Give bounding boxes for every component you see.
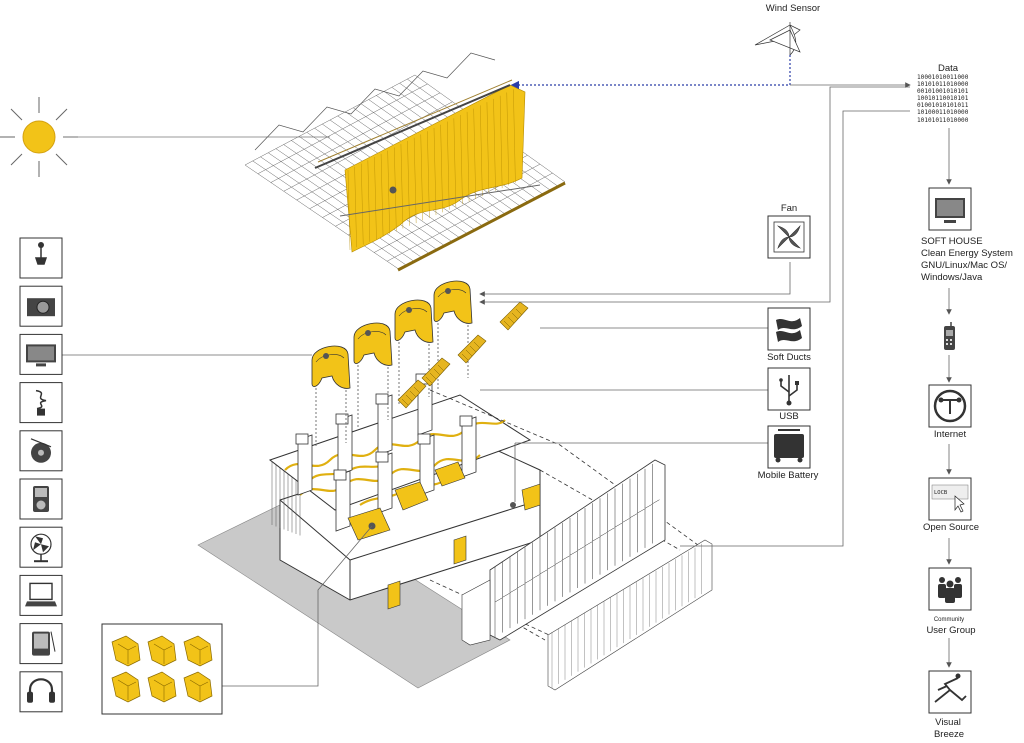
computer-monitor-icon xyxy=(928,187,972,231)
visual-breeze-icon xyxy=(928,670,972,714)
camera-icon xyxy=(19,285,63,327)
sun-icon xyxy=(0,97,78,177)
mobile-battery-label: Mobile Battery xyxy=(757,470,819,481)
binary-line: 00101001010101 xyxy=(917,88,969,96)
usb-label: USB xyxy=(779,411,799,422)
user-group-icon xyxy=(928,567,972,611)
fan-label: Fan xyxy=(780,203,798,214)
roof-canopy xyxy=(244,52,566,272)
device-column xyxy=(19,237,63,713)
open-source-label: Open Source xyxy=(923,522,979,533)
mobile-battery-icon xyxy=(767,425,811,469)
binary-line: 01001010101011 xyxy=(917,102,969,110)
soft-ducts-icon xyxy=(767,307,811,351)
mobile-phone-icon xyxy=(944,322,955,350)
data-label: Data xyxy=(937,63,959,74)
internet-label: Internet xyxy=(933,429,967,440)
soft-pod-chairs xyxy=(311,280,473,389)
desk-fan-icon xyxy=(19,526,63,568)
connectors xyxy=(62,86,910,687)
turntable-icon xyxy=(19,430,63,472)
binary-line: 10101011010000 xyxy=(917,81,969,89)
soft-house-title: SOFT HOUSE xyxy=(921,236,983,247)
pda-icon xyxy=(19,623,63,665)
soft-cushion-box xyxy=(101,623,223,715)
soft-cushion-icon xyxy=(183,635,213,667)
soft-house-line: GNU/Linux/Mac OS/ xyxy=(921,260,1008,271)
building xyxy=(268,373,699,641)
soft-cushion-icon xyxy=(147,635,177,667)
soft-duct-panels xyxy=(397,301,529,409)
visual-breeze-label: Visual xyxy=(935,717,961,728)
binary-line: 10101011010000 xyxy=(917,116,969,124)
fan-icon xyxy=(767,215,811,259)
user-group-label: User Group xyxy=(926,625,976,636)
internet-icon xyxy=(928,384,972,428)
binary-line: 10001010011000 xyxy=(917,74,969,81)
laptop-icon xyxy=(19,574,63,616)
binary-line: 10100011010000 xyxy=(917,109,969,117)
wind-data-link xyxy=(510,55,791,90)
soft-ducts-label: Soft Ducts xyxy=(767,352,811,363)
slatted-wall xyxy=(461,459,666,646)
cfl-bulb-icon xyxy=(19,382,63,424)
wind-sensor-icon xyxy=(754,22,801,56)
ghost-wall xyxy=(547,539,713,691)
soft-cushion-icon xyxy=(147,671,177,703)
open-source-icon: LOCB xyxy=(928,477,972,521)
soft-cushion-icon xyxy=(111,671,141,703)
visual-breeze-label-2: Breeze xyxy=(933,729,965,740)
soft-cushion-icon xyxy=(183,671,213,703)
svg-text:LOCB: LOCB xyxy=(934,490,948,496)
ipod-icon xyxy=(19,478,63,520)
binary-data-block: 10001010011000 10101011010000 0010100101… xyxy=(917,74,968,124)
soft-house-line: Clean Energy System xyxy=(921,248,1013,259)
wind-sensor-label: Wind Sensor xyxy=(765,3,821,14)
headphones-icon xyxy=(19,671,63,713)
community-label: Community xyxy=(933,617,965,623)
usb-icon xyxy=(767,367,811,411)
binary-line: 10010110010101 xyxy=(917,95,969,103)
soft-house-line: Windows/Java xyxy=(921,272,983,283)
lamp-icon xyxy=(19,237,63,279)
monitor-icon xyxy=(19,333,63,375)
soft-cushion-icon xyxy=(111,635,141,667)
soft-house-description: SOFT HOUSE Clean Energy System GNU/Linux… xyxy=(921,236,1013,284)
